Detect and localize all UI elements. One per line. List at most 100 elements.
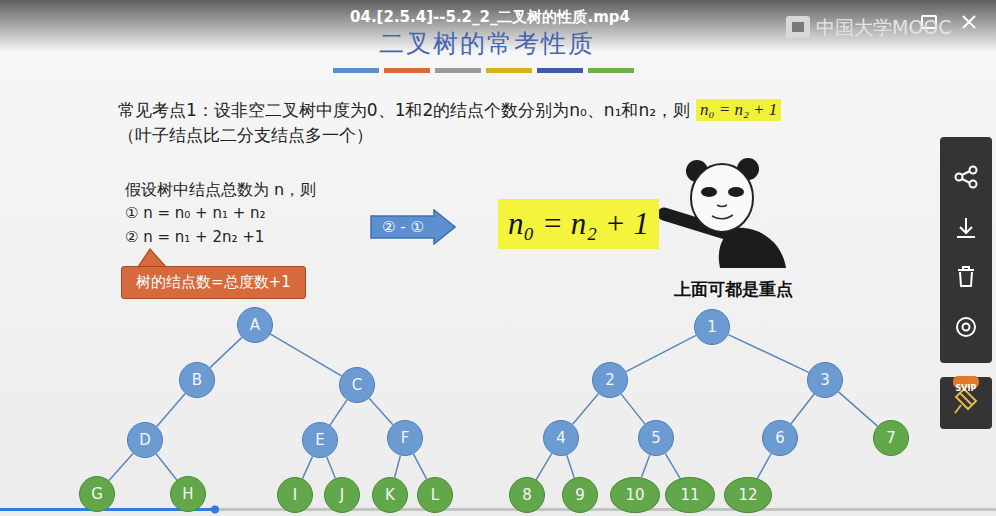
tree-edge (156, 454, 177, 480)
tree-edge (573, 394, 599, 425)
node-label: L (431, 486, 439, 504)
video-filename: 04.[2.5.4]--5.2_2_二叉树的性质.mp4 (350, 7, 630, 27)
node-label: G (91, 485, 103, 503)
progress-bar (0, 506, 996, 514)
tree-node: 4 (543, 420, 579, 456)
tree-node: 11 (665, 477, 715, 513)
tree-node: 1 (694, 309, 730, 345)
tree-node: G (79, 476, 115, 512)
question-text: 常见考点1：设非空二叉树中度为0、1和2的结点个数分别为n₀、n₁和n₂，则 (118, 99, 690, 121)
vip-badge: SVIP (956, 384, 977, 393)
node-label: 9 (575, 486, 585, 504)
node-text: ② - ① (382, 218, 424, 236)
tree-edge (327, 457, 336, 479)
tree-edge (621, 394, 645, 424)
node-label: D (139, 431, 151, 449)
tree-node: K (372, 477, 408, 513)
equation-line: ① n = n₀ + n₁ + n₂ (125, 203, 266, 223)
formula-box: n₀ = n₂ + 1 (498, 199, 659, 249)
tree-node: A (237, 307, 273, 343)
node-label: 6 (775, 429, 785, 447)
tree-edge (567, 455, 575, 478)
node-label: 5 (651, 429, 661, 447)
assumption-text: 假设树中结点总数为 n，则 (125, 180, 316, 199)
panda-meme (652, 158, 786, 268)
callout-tail (138, 249, 166, 267)
tree-node: I (277, 477, 313, 513)
equation-line: ② n = n₁ + 2n₂ +1 (125, 227, 264, 247)
tree-node: 8 (509, 477, 545, 513)
color-strip (333, 68, 634, 73)
node-label: F (401, 429, 410, 447)
node-label: J (340, 486, 344, 504)
tree-node: 10 (610, 477, 660, 513)
tree-edge (157, 394, 185, 427)
tree-node: 9 (562, 477, 598, 513)
node-label: E (315, 431, 324, 449)
vip-badge: SVIP (956, 376, 977, 395)
meme-caption: 上面可都是重点 (674, 278, 793, 300)
equation-line: ② n = n₁ + 2n₂ +1 (125, 228, 264, 246)
tree-node: F (387, 420, 423, 456)
tree-node: 2 (592, 362, 628, 398)
tree-node: 5 (638, 420, 674, 456)
tree-edge (395, 455, 401, 477)
tree-node: C (339, 367, 375, 403)
node-label: 11 (680, 486, 699, 504)
tree-edge (626, 335, 696, 371)
node-label: 10 (625, 486, 644, 504)
arrow-box: ② - ① (370, 209, 456, 245)
assumption-text: 假设树中结点总数为 n，则 (125, 179, 316, 200)
node-text: n₀ = n₂ + 1 (508, 205, 649, 243)
question-text: 常见考点1：设非空二叉树中度为0、1和2的结点个数分别为n₀、n₁和n₂，则 (118, 100, 690, 120)
tree-node: D (127, 422, 163, 458)
tree-edge (271, 334, 342, 376)
logo-text: 中国大学MOOC (816, 15, 952, 40)
equation-line: ① n = n₀ + n₁ + n₂ (125, 204, 266, 222)
node-label: K (385, 486, 395, 504)
tree-edge (757, 454, 771, 479)
side-panel (940, 137, 992, 429)
node-text: 树的结点数=总度数+1 (136, 273, 291, 292)
node-label: 1 (707, 318, 717, 336)
tree-edge (302, 456, 312, 478)
tree-edge (641, 455, 649, 478)
note-text: （叶子结点比二分支结点多一个） (118, 124, 373, 146)
tree-edge (413, 454, 426, 479)
node-label: 12 (738, 486, 757, 504)
node-label: B (192, 371, 202, 389)
tree-edge (330, 400, 347, 425)
tree-node: B (179, 362, 215, 398)
tree-edge (536, 453, 552, 479)
node-label: I (293, 486, 297, 504)
meme-caption: 上面可都是重点 (674, 279, 793, 299)
node-label: 7 (886, 429, 896, 447)
tree-node: J (324, 477, 360, 513)
tree-node: 7 (873, 420, 909, 456)
tree-edge (728, 335, 808, 373)
tree-edge (109, 453, 133, 480)
tree-edge (665, 453, 680, 478)
node-label: A (250, 316, 260, 334)
node-label: 3 (820, 371, 830, 389)
logo-text: 中国大学MOOC (816, 16, 952, 38)
tree-edge (210, 337, 242, 367)
callout-box: 树的结点数=总度数+1 (121, 266, 306, 299)
slide-title: 二叉树的常考性质 (379, 29, 595, 58)
tree-edge (369, 398, 393, 424)
tree-edge (791, 394, 814, 424)
video-filename: 04.[2.5.4]--5.2_2_二叉树的性质.mp4 (350, 8, 630, 26)
node-label: 2 (605, 371, 615, 389)
tree-node: E (302, 422, 338, 458)
note-text: （叶子结点比二分支结点多一个） (118, 125, 373, 145)
slide-title: 二叉树的常考性质 (379, 27, 595, 60)
highlight-box: n₀ = n₂ + 1 (696, 99, 781, 121)
logo-icon (786, 16, 810, 38)
tree-node: H (170, 476, 206, 512)
node-label: 8 (522, 486, 532, 504)
node-text: n₀ = n₂ + 1 (700, 99, 777, 121)
tree-node: 12 (724, 477, 772, 513)
node-label: C (352, 376, 362, 394)
node-label: 4 (556, 429, 566, 447)
tree-node: 6 (762, 420, 798, 456)
